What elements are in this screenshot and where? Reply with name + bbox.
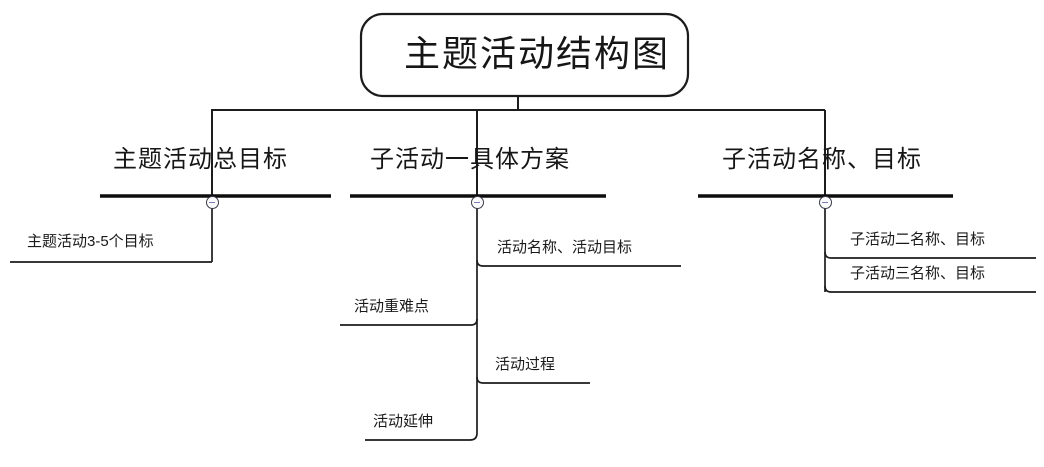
root-node-label[interactable]: 主题活动结构图 [404, 34, 671, 74]
branch-3-child-1-label[interactable]: 子活动二名称、目标 [850, 231, 986, 248]
branch-2-child-2-connector [340, 318, 478, 326]
branch-3-child-2-connector [824, 285, 1036, 293]
minus-glyph [208, 201, 215, 204]
branch-2-child-4-label[interactable]: 活动延伸 [373, 413, 434, 430]
minus-glyph [821, 201, 828, 204]
branch-3-child-1-connector [824, 251, 1036, 259]
branch-2-child-4-connector [365, 432, 478, 441]
branch-3-child-2-label[interactable]: 子活动三名称、目标 [850, 265, 986, 282]
branch-1-label[interactable]: 主题活动总目标 [113, 147, 288, 173]
branch-2-child-2-label[interactable]: 活动重难点 [354, 298, 430, 315]
minus-glyph [473, 201, 480, 204]
root-node-box[interactable] [359, 12, 690, 98]
branch-1-child-1-label[interactable]: 主题活动3-5个目标 [27, 233, 154, 250]
branch-3-collapse-minus-icon[interactable] [818, 196, 832, 209]
branch-2-child-3-connector [476, 376, 590, 384]
branch-2-collapse-minus-icon[interactable] [470, 196, 484, 209]
branch-1-collapse-minus-icon[interactable] [205, 196, 219, 209]
branch-2-child-1-label[interactable]: 活动名称、活动目标 [497, 239, 633, 256]
branch-2-label[interactable]: 子活动一具体方案 [370, 147, 570, 173]
branch-2-child-1-connector [476, 259, 681, 267]
branch-3-label[interactable]: 子活动名称、目标 [722, 147, 922, 173]
branch-2-child-3-label[interactable]: 活动过程 [495, 356, 556, 373]
